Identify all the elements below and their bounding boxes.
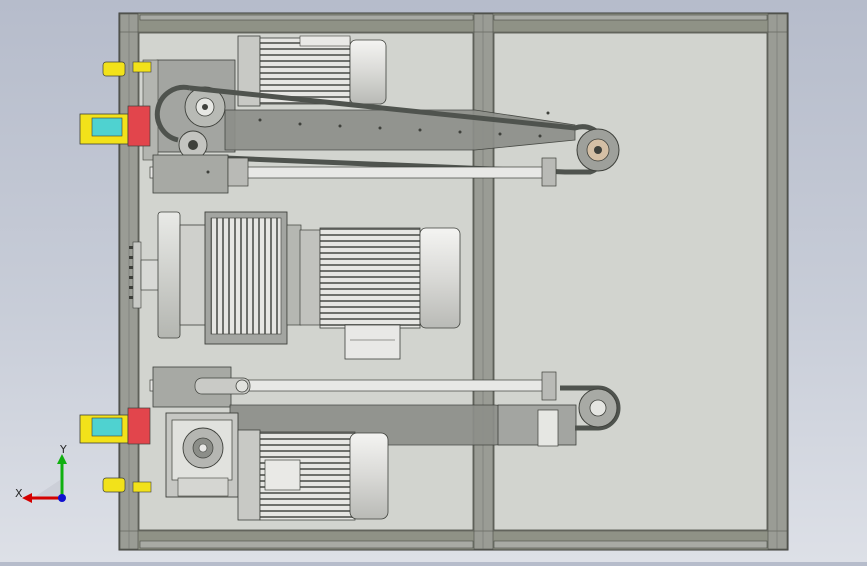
y-axis-label: Y	[59, 443, 67, 456]
center-gear-motor[interactable]	[129, 211, 461, 360]
bottom-worm-gear-motor[interactable]	[149, 366, 621, 521]
top-motor[interactable]	[237, 35, 387, 107]
top-hook	[102, 61, 126, 77]
right-panel	[493, 32, 768, 531]
top-belt-drive[interactable]	[142, 35, 620, 194]
left-clamps[interactable]	[79, 61, 152, 493]
x-axis-label: X	[15, 487, 23, 500]
z-axis-dot	[58, 494, 66, 502]
view-triad[interactable]: Y X	[15, 443, 67, 503]
